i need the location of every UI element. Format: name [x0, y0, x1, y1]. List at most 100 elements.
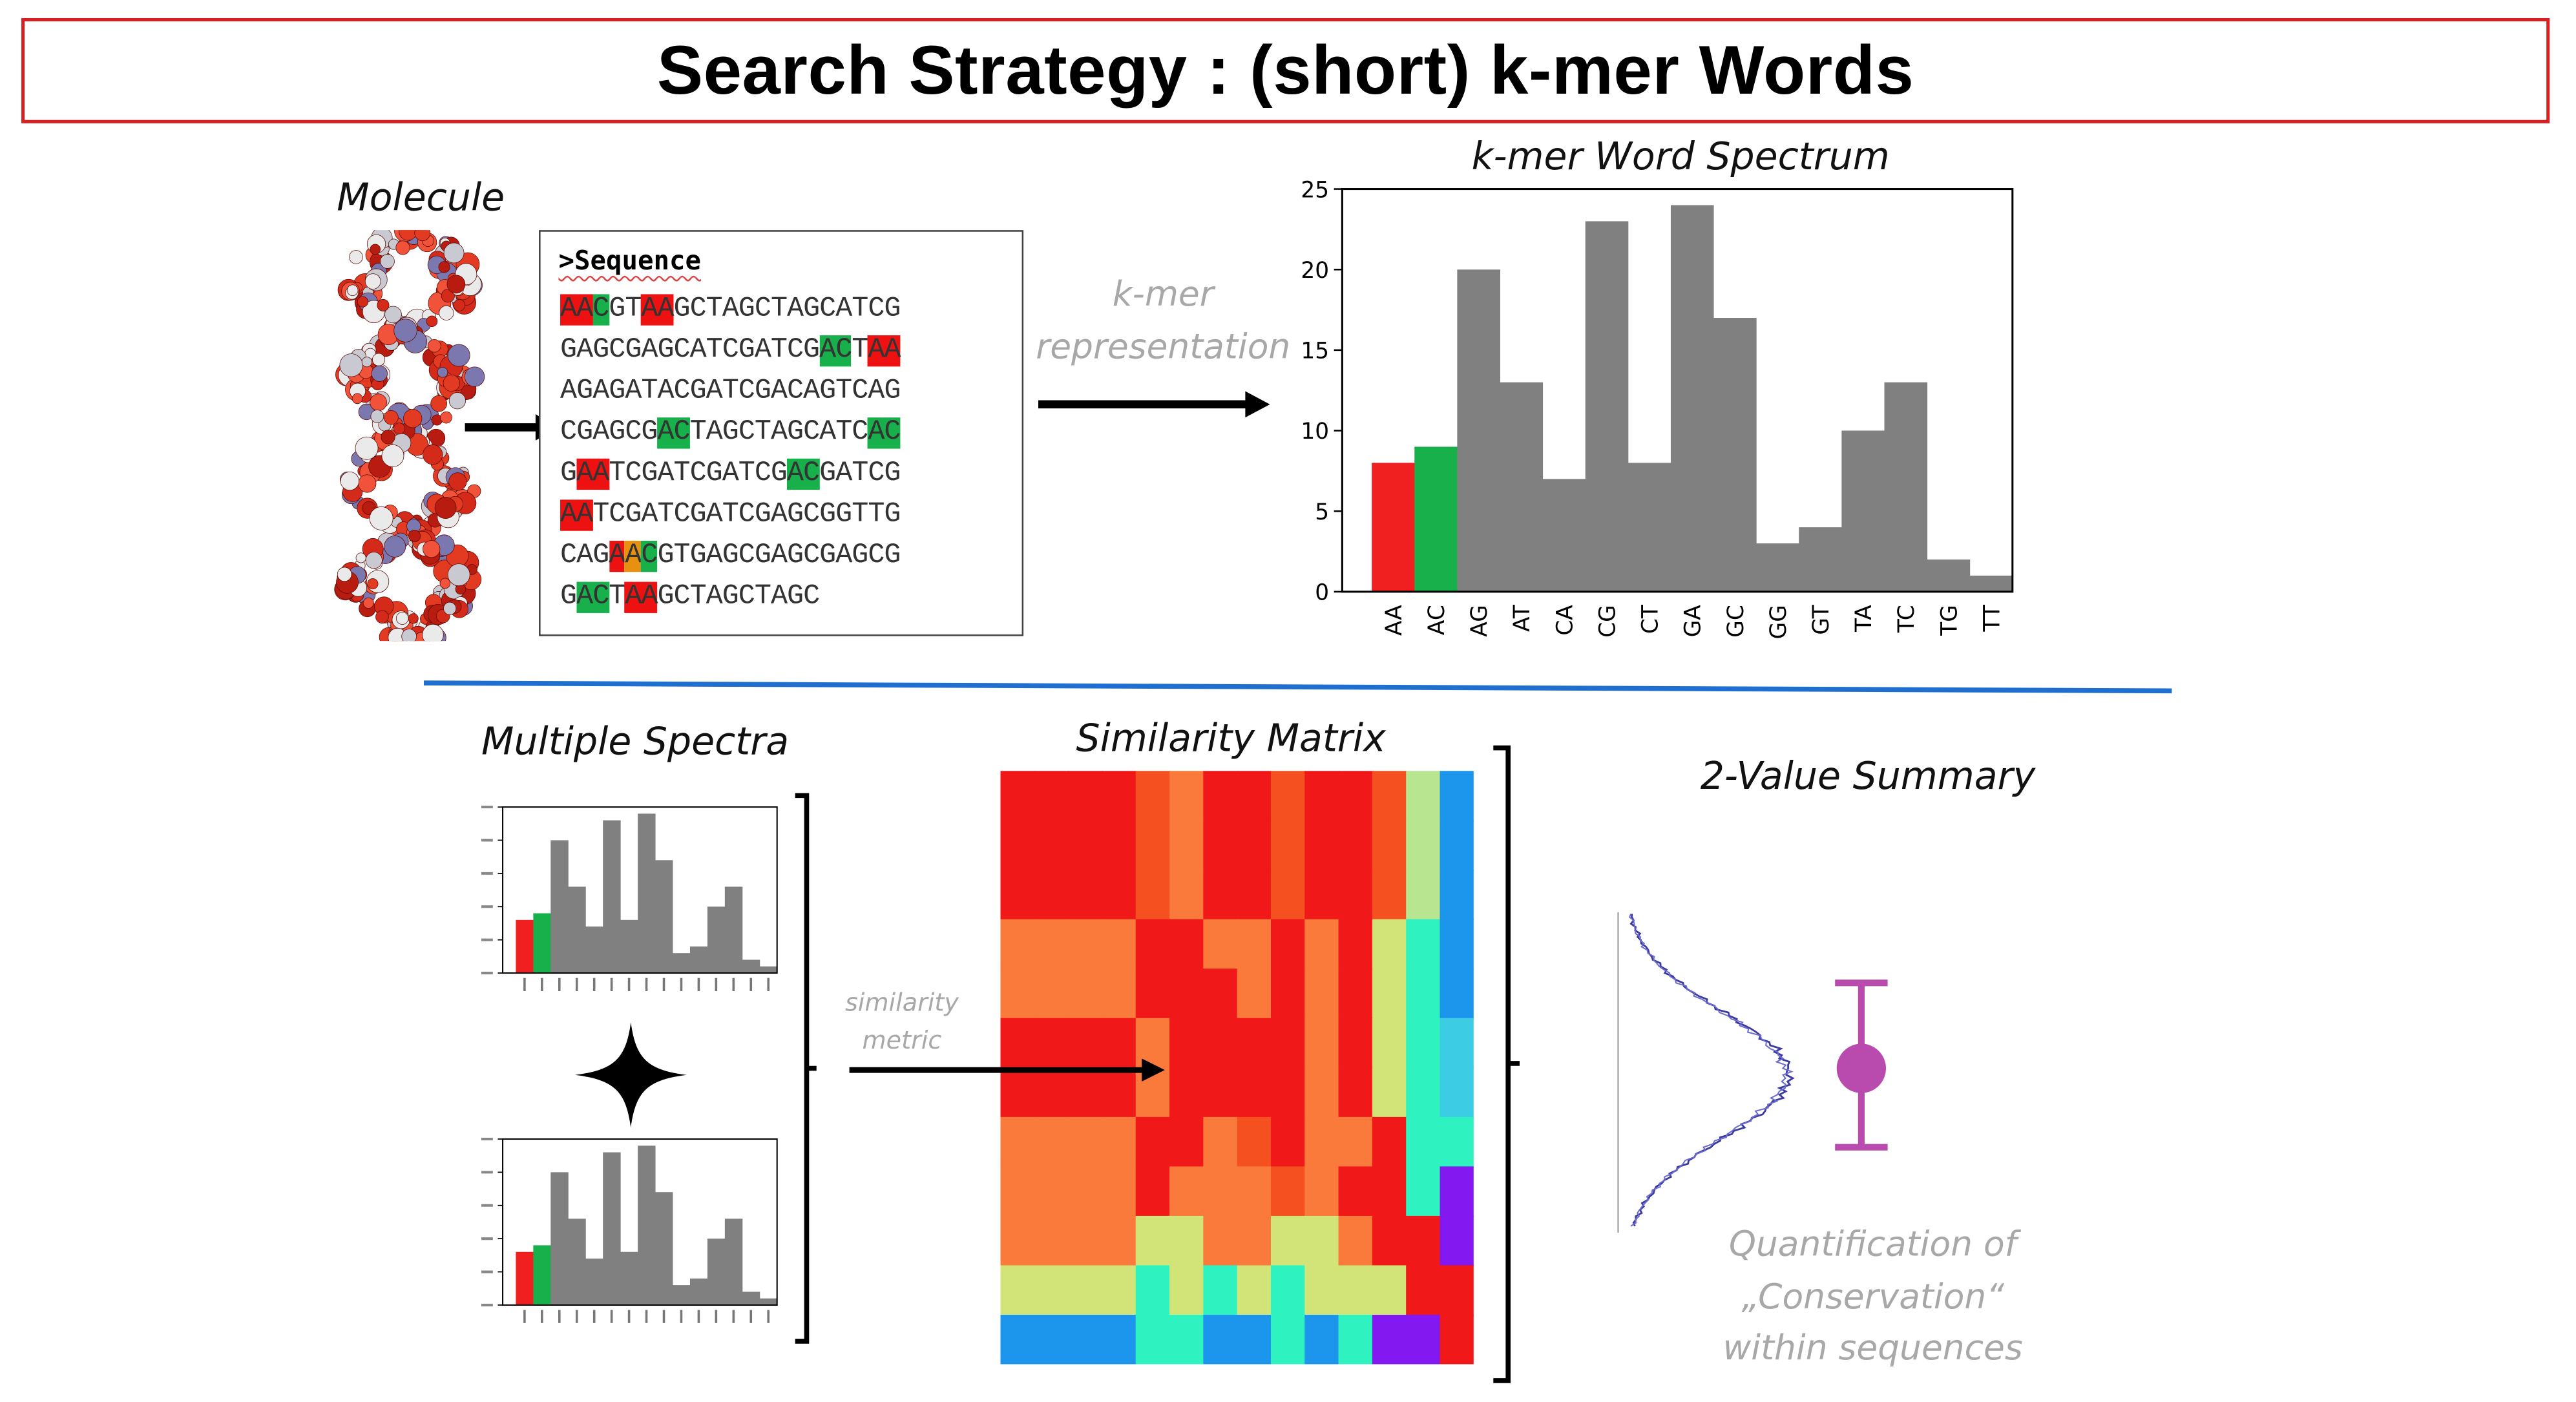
- matrix-cell: [1270, 1067, 1306, 1118]
- matrix-cell: [1237, 1215, 1272, 1266]
- mini-bar: [533, 1245, 551, 1305]
- matrix-cell: [1440, 771, 1474, 822]
- matrix-cell: [1406, 1215, 1441, 1266]
- matrix-cell: [1440, 1314, 1474, 1365]
- atom: [381, 445, 404, 467]
- mini-bar: [603, 1152, 621, 1305]
- kmer-highlight: AA: [560, 294, 593, 326]
- kmer-highlight: A: [625, 540, 642, 572]
- sequence-text: CAG: [560, 540, 609, 572]
- sequence-text: GATCG: [819, 458, 901, 490]
- atom: [422, 623, 444, 642]
- mini-bar: [655, 860, 673, 974]
- matrix-cell: [1440, 1067, 1474, 1118]
- spectrum-bar-ag: [1457, 269, 1500, 592]
- kmer-highlight: AC: [657, 417, 691, 449]
- atom: [369, 506, 393, 530]
- x-tick-label: CA: [1552, 605, 1578, 636]
- matrix-cell: [1034, 919, 1069, 970]
- sequence-line: AGAGATACGATCGACAGTCAG: [560, 377, 901, 408]
- matrix-cell: [1406, 1166, 1441, 1217]
- y-tick-label: 15: [1301, 339, 1329, 364]
- matrix-cell: [1203, 1215, 1239, 1266]
- atom: [372, 353, 386, 366]
- atom: [438, 261, 450, 273]
- atom: [437, 366, 448, 378]
- mini-bar: [707, 1239, 726, 1305]
- similarity-matrix-heatmap: [1000, 771, 1474, 1365]
- matrix-cell: [1304, 1018, 1340, 1069]
- spectrum-title: k-mer Word Spectrum: [1472, 134, 1890, 178]
- matrix-cell: [1203, 919, 1239, 970]
- sequence-line: GAGCGAGCATCGATCGACTAA: [560, 335, 901, 367]
- sequence-text: TCGATCGATCG: [609, 458, 788, 490]
- atom: [446, 275, 466, 294]
- kmer-highlight: C: [641, 540, 658, 572]
- matrix-cell: [1304, 1215, 1340, 1266]
- x-tick-label: AA: [1381, 605, 1407, 636]
- atom: [370, 410, 384, 423]
- atom: [337, 567, 352, 582]
- atom: [357, 296, 368, 308]
- matrix-cell: [1135, 870, 1171, 921]
- matrix-cell: [1135, 820, 1171, 871]
- spectrum-bar-ac: [1414, 446, 1458, 592]
- matrix-cell: [1372, 968, 1407, 1020]
- atom: [367, 578, 379, 590]
- matrix-cell: [1068, 1067, 1103, 1118]
- matrix-cell: [1102, 870, 1137, 921]
- mini-bar: [585, 1258, 603, 1305]
- matrix-cell: [1270, 968, 1306, 1020]
- matrix-cell: [1034, 1166, 1069, 1217]
- matrix-cell: [1372, 771, 1407, 822]
- matrix-cell: [1338, 919, 1374, 970]
- matrix-cell: [1440, 1166, 1474, 1217]
- mini-bar: [742, 959, 760, 974]
- kmer-highlight: AA: [560, 499, 593, 531]
- sequence-text: TCGATCGATCGAGCGGTTG: [592, 499, 901, 531]
- kmer-highlight: AA: [625, 581, 658, 613]
- matrix-cell: [1338, 1116, 1374, 1167]
- spectrum-bar-ct: [1628, 463, 1671, 592]
- matrix-cell: [1237, 1018, 1272, 1069]
- mini-bar: [672, 953, 691, 974]
- matrix-cell: [1000, 1067, 1036, 1118]
- atom: [370, 244, 381, 255]
- matrix-cell: [1068, 1166, 1103, 1217]
- matrix-cell: [1270, 1018, 1306, 1069]
- matrix-cell: [1372, 820, 1407, 871]
- matrix-cell: [1000, 1166, 1036, 1217]
- atom: [355, 552, 366, 563]
- matrix-cell: [1338, 968, 1374, 1020]
- spectrum-bar-ca: [1542, 479, 1586, 592]
- atom: [358, 474, 377, 493]
- matrix-cell: [1068, 968, 1103, 1020]
- atom: [448, 472, 467, 491]
- kmer-highlight: AC: [868, 417, 901, 449]
- mini-bar: [550, 1172, 569, 1305]
- matrix-cell: [1338, 820, 1374, 871]
- matrix-cell: [1203, 820, 1239, 871]
- molecule-label: Molecule: [337, 177, 505, 220]
- mini-bar: [533, 913, 551, 974]
- matrix-cell: [1304, 968, 1340, 1020]
- mini-bar: [689, 946, 708, 974]
- matrix-cell: [1169, 771, 1204, 822]
- matrix-cell: [1169, 1314, 1204, 1365]
- x-tick-label: AG: [1467, 605, 1492, 636]
- matrix-cell: [1068, 1215, 1103, 1266]
- matrix-cell: [1304, 820, 1340, 871]
- matrix-cell: [1000, 820, 1036, 871]
- sequence-text: CGAGCG: [560, 417, 658, 449]
- kmer-representation-label-1: k-mer: [1112, 274, 1214, 314]
- conservation-density-plot: [1617, 912, 1795, 1233]
- x-tick-label: GG: [1766, 605, 1792, 639]
- atom: [443, 374, 460, 392]
- x-tick-label: TC: [1894, 605, 1920, 633]
- matrix-cell: [1203, 1314, 1239, 1365]
- mini-frame: [502, 1138, 778, 1306]
- y-tick-label: 20: [1301, 258, 1329, 284]
- matrix-cell: [1135, 1067, 1171, 1118]
- matrix-cell: [1135, 771, 1171, 822]
